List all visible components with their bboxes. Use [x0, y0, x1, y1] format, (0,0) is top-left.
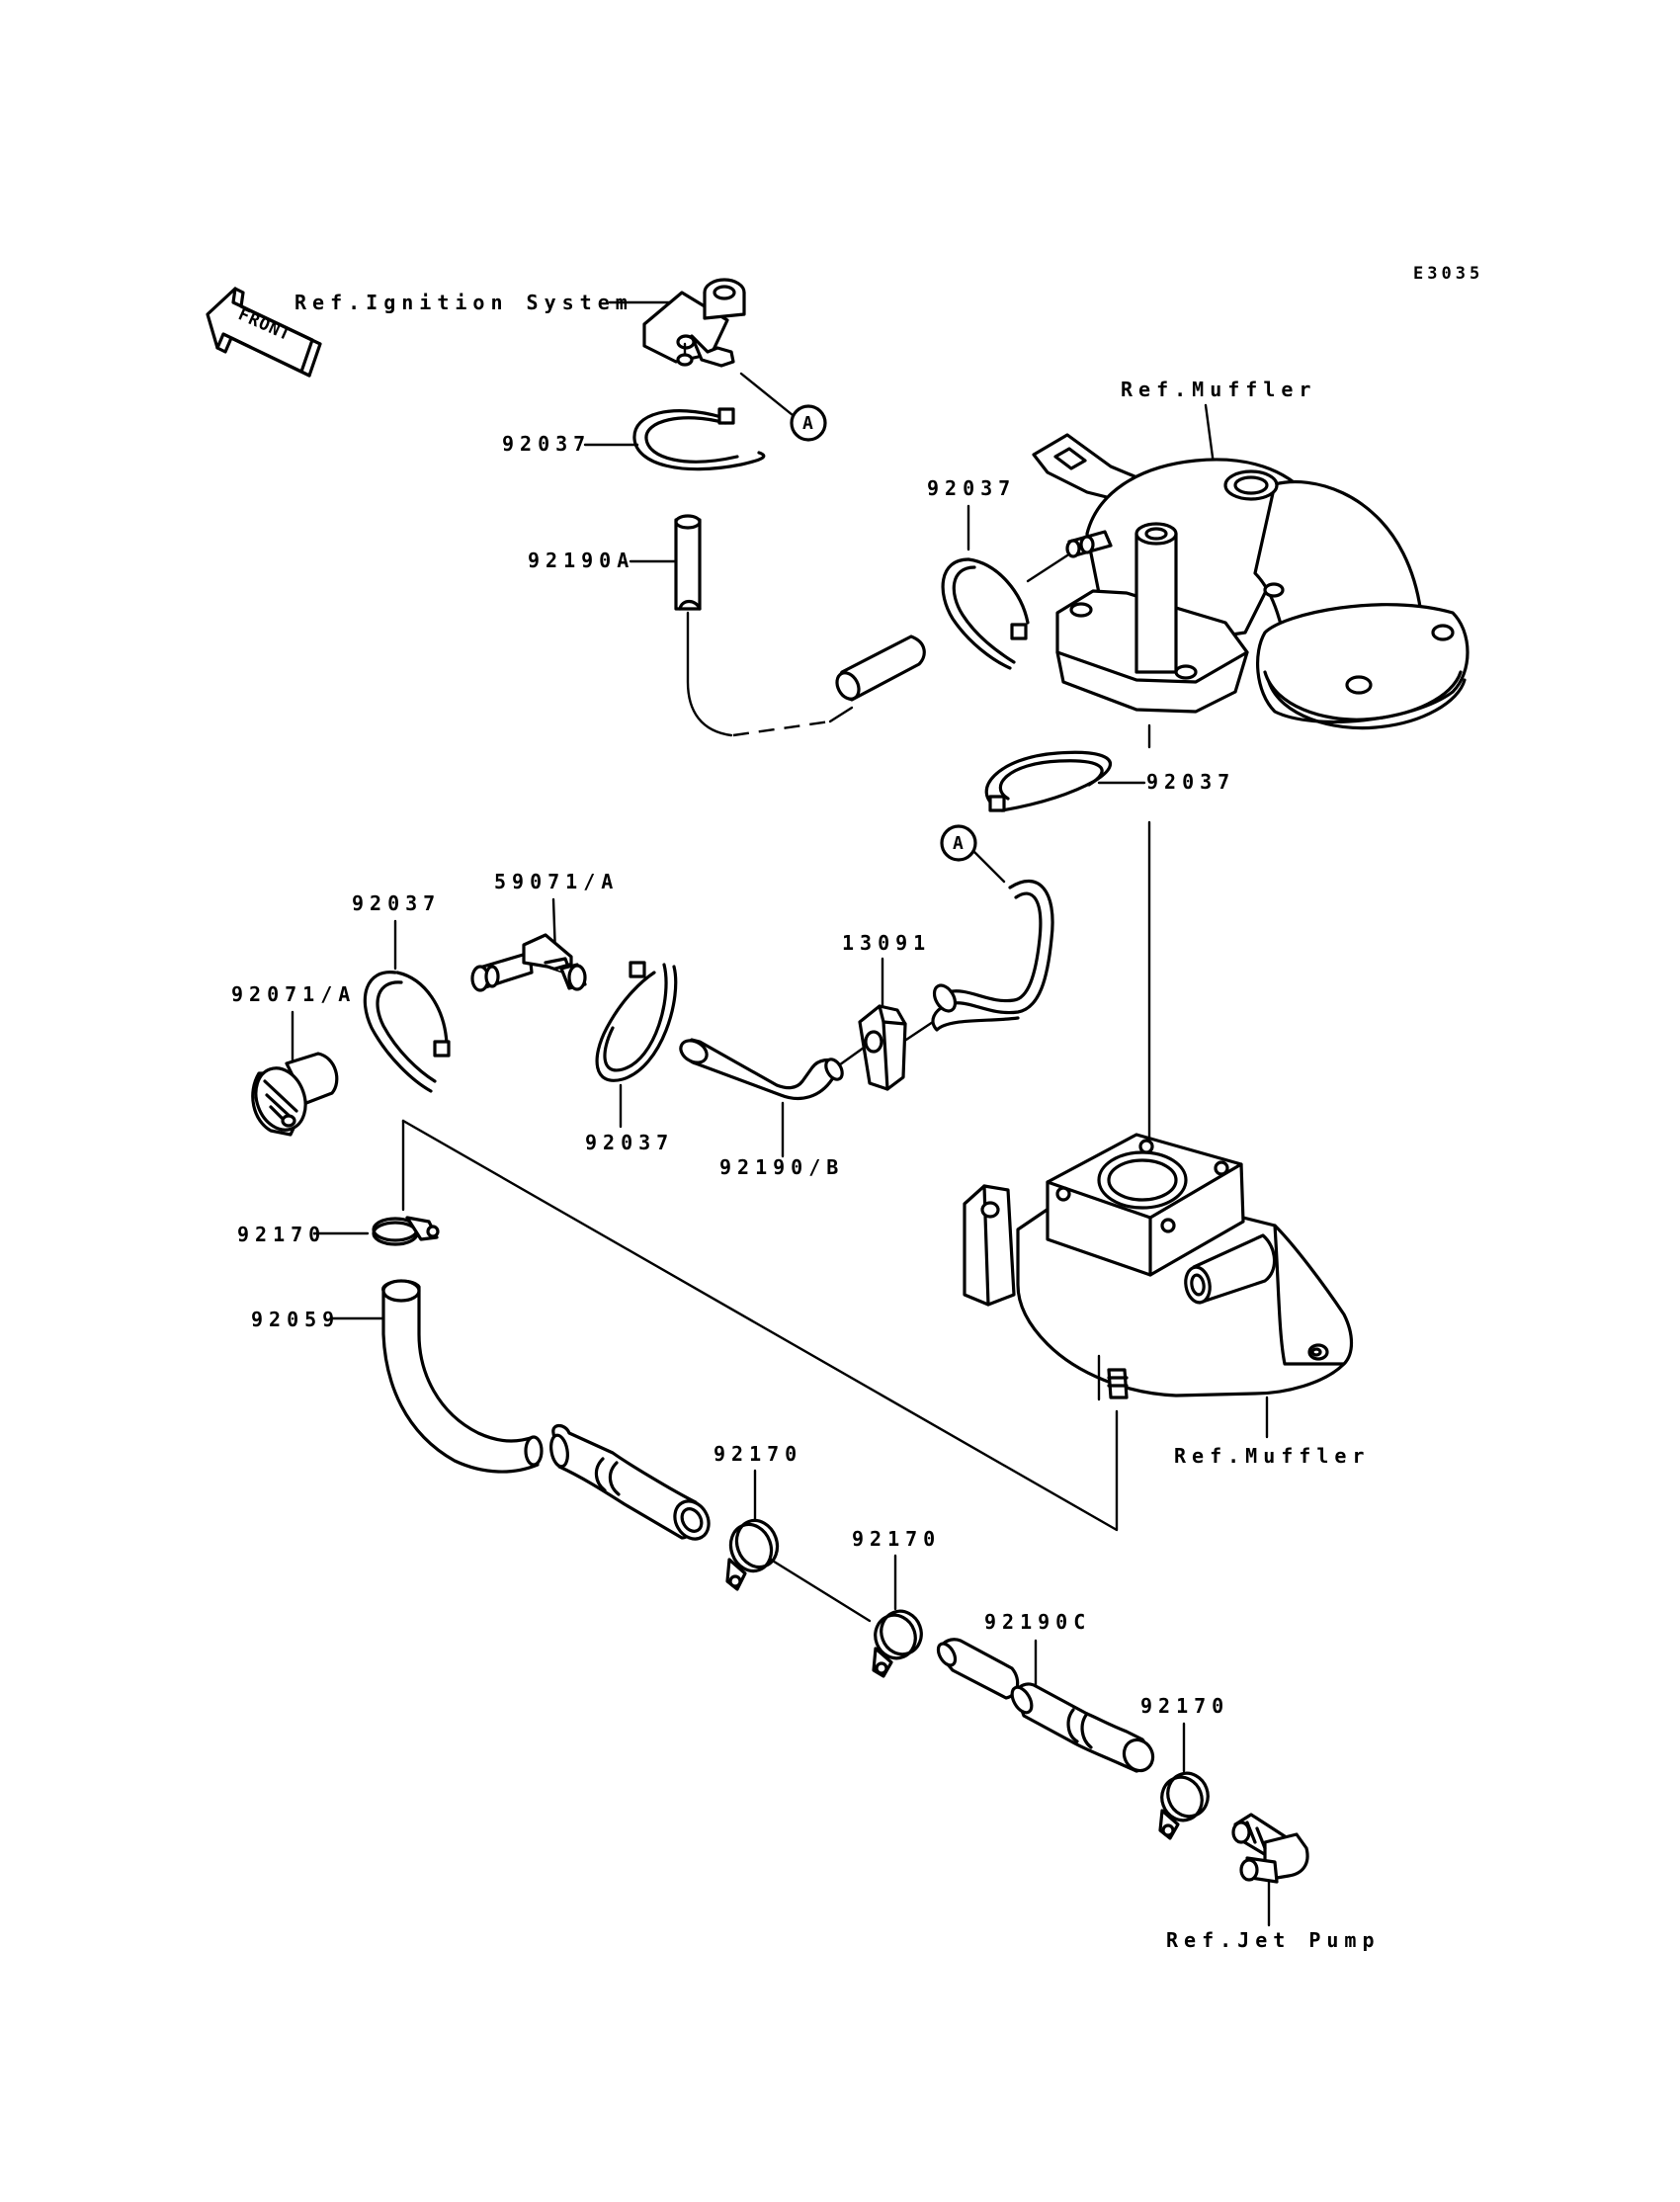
svg-text:A: A	[953, 833, 964, 854]
part-13091-label: 13091	[842, 931, 931, 955]
valve-13091	[858, 1004, 907, 1091]
pipe-59071a	[470, 933, 587, 992]
part-92059-label: 92059	[251, 1308, 340, 1331]
ref-muffler-bottom-label: Ref.Muffler	[1174, 1444, 1370, 1468]
band-clamp-92037-right	[984, 750, 1112, 812]
part-92190c-label: 92190C	[984, 1610, 1091, 1634]
hose-92190a-lower	[835, 635, 926, 702]
ignition-fitting	[642, 278, 746, 368]
hose-clamp-92170-c	[872, 1609, 923, 1678]
connector-a-top: A	[790, 404, 827, 442]
diagram-code: E3035	[1413, 264, 1483, 284]
jet-pump-fitting	[1231, 1813, 1309, 1884]
part-92190b-label: 92190/B	[719, 1155, 844, 1179]
part-92190a-label: 92190A	[528, 549, 634, 572]
plug-92071a	[251, 1052, 339, 1137]
part-92170-d-label: 92170	[1140, 1694, 1229, 1718]
hose-92059	[381, 1279, 711, 1541]
hose-clamp-92170-b	[725, 1518, 780, 1591]
part-92037-left-label: 92037	[352, 891, 441, 915]
svg-text:A: A	[802, 413, 813, 434]
ref-muffler-top-label: Ref.Muffler	[1121, 378, 1316, 401]
band-clamp-92037-left	[363, 971, 451, 1093]
hose-92190b	[679, 1038, 844, 1101]
hose-clamp-92170-a	[372, 1216, 440, 1246]
part-92037-top-label: 92037	[502, 432, 591, 456]
part-92170-b-label: 92170	[714, 1442, 802, 1466]
part-59071a-label: 59071/A	[494, 870, 619, 893]
hose-92190a	[674, 514, 702, 611]
part-92037-middle-label: 92037	[585, 1131, 674, 1154]
part-92071a-label: 92071/A	[231, 982, 356, 1006]
band-clamp-92037-muffler	[941, 557, 1030, 670]
hose-a-to-13091	[931, 879, 1054, 1032]
part-92170-c-label: 92170	[852, 1527, 941, 1551]
hose-92190c	[936, 1638, 1155, 1773]
connector-a-bottom: A	[940, 824, 977, 862]
hose-clamp-92170-d	[1158, 1771, 1210, 1840]
part-92037-right-label: 92037	[1146, 770, 1235, 794]
muffler-lower-body	[963, 1133, 1354, 1401]
band-clamp-92037-middle	[595, 961, 678, 1082]
band-clamp-92037-top	[632, 407, 766, 471]
part-92037-muffler-label: 92037	[927, 476, 1016, 500]
ref-jet-pump-label: Ref.Jet Pump	[1166, 1928, 1381, 1952]
ref-ignition-system-label: Ref.Ignition System	[294, 291, 633, 314]
muffler-upper-body	[1032, 433, 1470, 730]
part-92170-a-label: 92170	[237, 1223, 326, 1246]
